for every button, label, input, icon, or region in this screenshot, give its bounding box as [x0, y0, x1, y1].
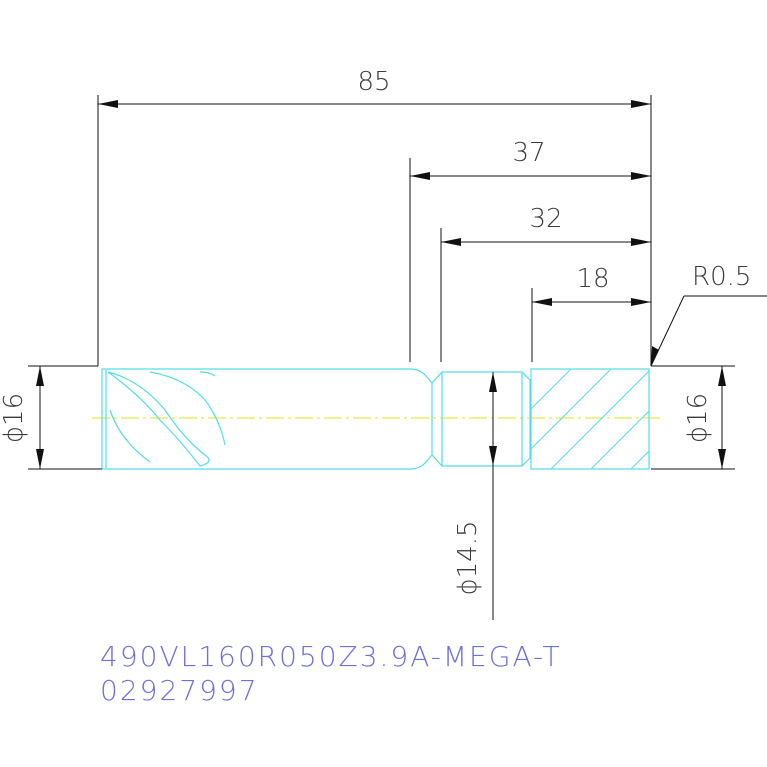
dimension-shank-diameter-right: ϕ16 — [683, 366, 726, 469]
dimension-length-32: 32 — [441, 204, 651, 246]
dia-16-right-label: ϕ16 — [683, 393, 713, 443]
cutting-section-outline — [101, 368, 433, 470]
part-number: 02927997 — [100, 674, 259, 707]
flute-curve-4 — [199, 371, 216, 377]
dim-18-label: 18 — [576, 264, 609, 294]
dim-85-label: 85 — [357, 67, 390, 97]
shank-outline — [530, 368, 650, 470]
extension-lines — [28, 95, 735, 470]
dimension-length-18: 18 — [532, 264, 651, 306]
dia-16-left-label: ϕ16 — [0, 393, 29, 443]
dimension-shank-diameter-left: ϕ16 — [0, 366, 44, 469]
shank-hatching — [531, 369, 649, 469]
neck-outline — [431, 371, 531, 467]
tool-outline — [101, 368, 650, 470]
dimension-length-37: 37 — [410, 138, 651, 180]
flute-curve-3 — [109, 409, 151, 463]
flute-curve-2 — [149, 371, 226, 446]
dim-37-label: 37 — [512, 138, 545, 168]
radius-leader: R0.5 — [650, 262, 767, 367]
dimension-overall-length: 85 — [98, 67, 651, 108]
dimension-neck-diameter: ϕ14.5 — [453, 372, 497, 620]
dia-14-5-label: ϕ14.5 — [453, 520, 483, 595]
part-code: 490VL160R050Z3.9A-MEGA-T — [100, 640, 562, 673]
radius-label: R0.5 — [692, 262, 751, 292]
dim-32-label: 32 — [529, 204, 562, 234]
flute-curve-1 — [107, 371, 210, 467]
